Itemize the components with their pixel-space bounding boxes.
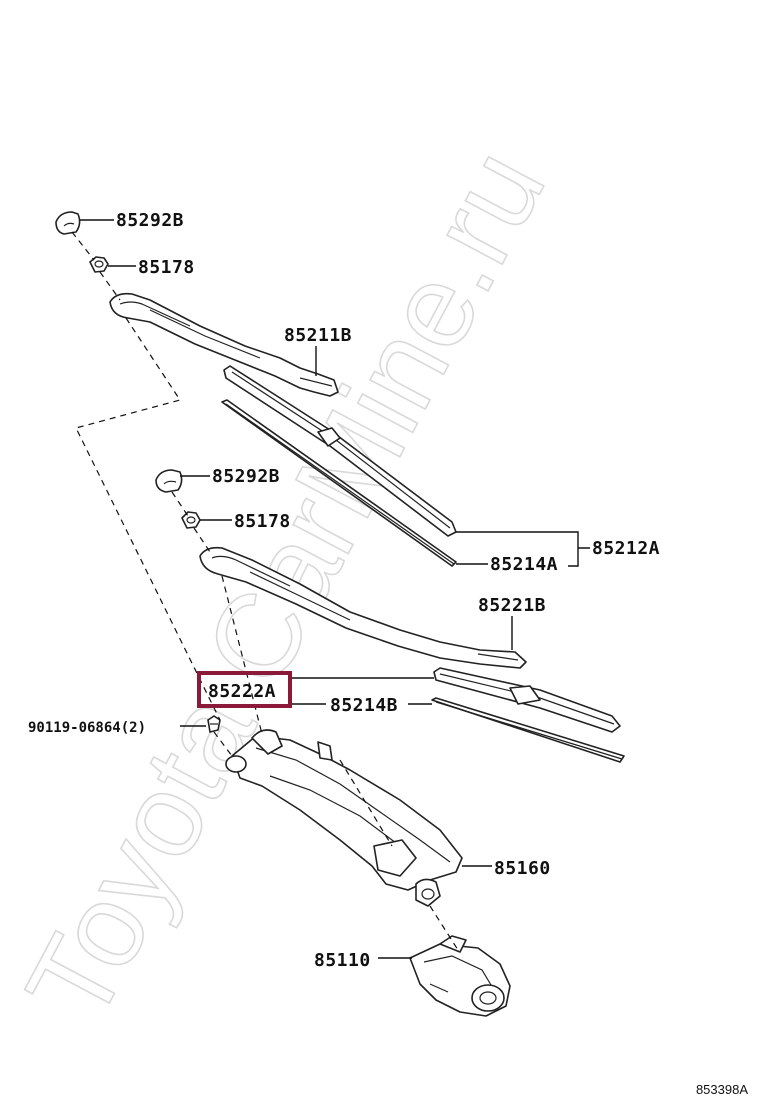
label-motor: 85110 xyxy=(314,950,371,971)
label-nut-lower: 85178 xyxy=(234,511,291,532)
label-arm-lower: 85221B xyxy=(478,595,546,616)
label-blade-assy: 85212A xyxy=(592,538,660,559)
label-blade-lower: 85222A xyxy=(208,681,276,702)
wiper-blade-lower xyxy=(433,667,621,733)
dashed-guide-upper xyxy=(71,231,221,721)
highlight-box xyxy=(197,671,292,708)
label-rubber-lower: 85214B xyxy=(330,695,398,716)
label-rubber-upper: 85214A xyxy=(490,554,558,575)
label-arm-upper: 85211B xyxy=(284,325,352,346)
dashed-guide-bolt xyxy=(213,731,233,757)
nut-upper-icon xyxy=(89,256,109,273)
wiper-rubber-upper xyxy=(221,399,457,567)
dashed-guide-motor xyxy=(339,759,459,951)
wiper-link-assembly xyxy=(225,729,463,907)
wiper-rubber-lower xyxy=(431,697,625,763)
label-link: 85160 xyxy=(494,858,551,879)
wiper-motor xyxy=(409,935,511,1017)
leader-blade-assy xyxy=(456,531,590,567)
bolt-icon xyxy=(207,715,221,733)
label-bolt: 90119-06864(2) xyxy=(28,720,146,736)
wiper-arm-lower xyxy=(199,546,527,669)
nut-lower-icon xyxy=(181,511,201,529)
arm-cap-lower-icon xyxy=(155,469,183,493)
arm-cap-upper-icon xyxy=(55,211,81,235)
label-cap-upper: 85292B xyxy=(116,210,184,231)
label-cap-lower: 85292B xyxy=(212,466,280,487)
figure-code: 853398A xyxy=(696,1082,748,1097)
label-nut-upper: 85178 xyxy=(138,257,195,278)
wiper-arm-upper xyxy=(109,292,339,397)
